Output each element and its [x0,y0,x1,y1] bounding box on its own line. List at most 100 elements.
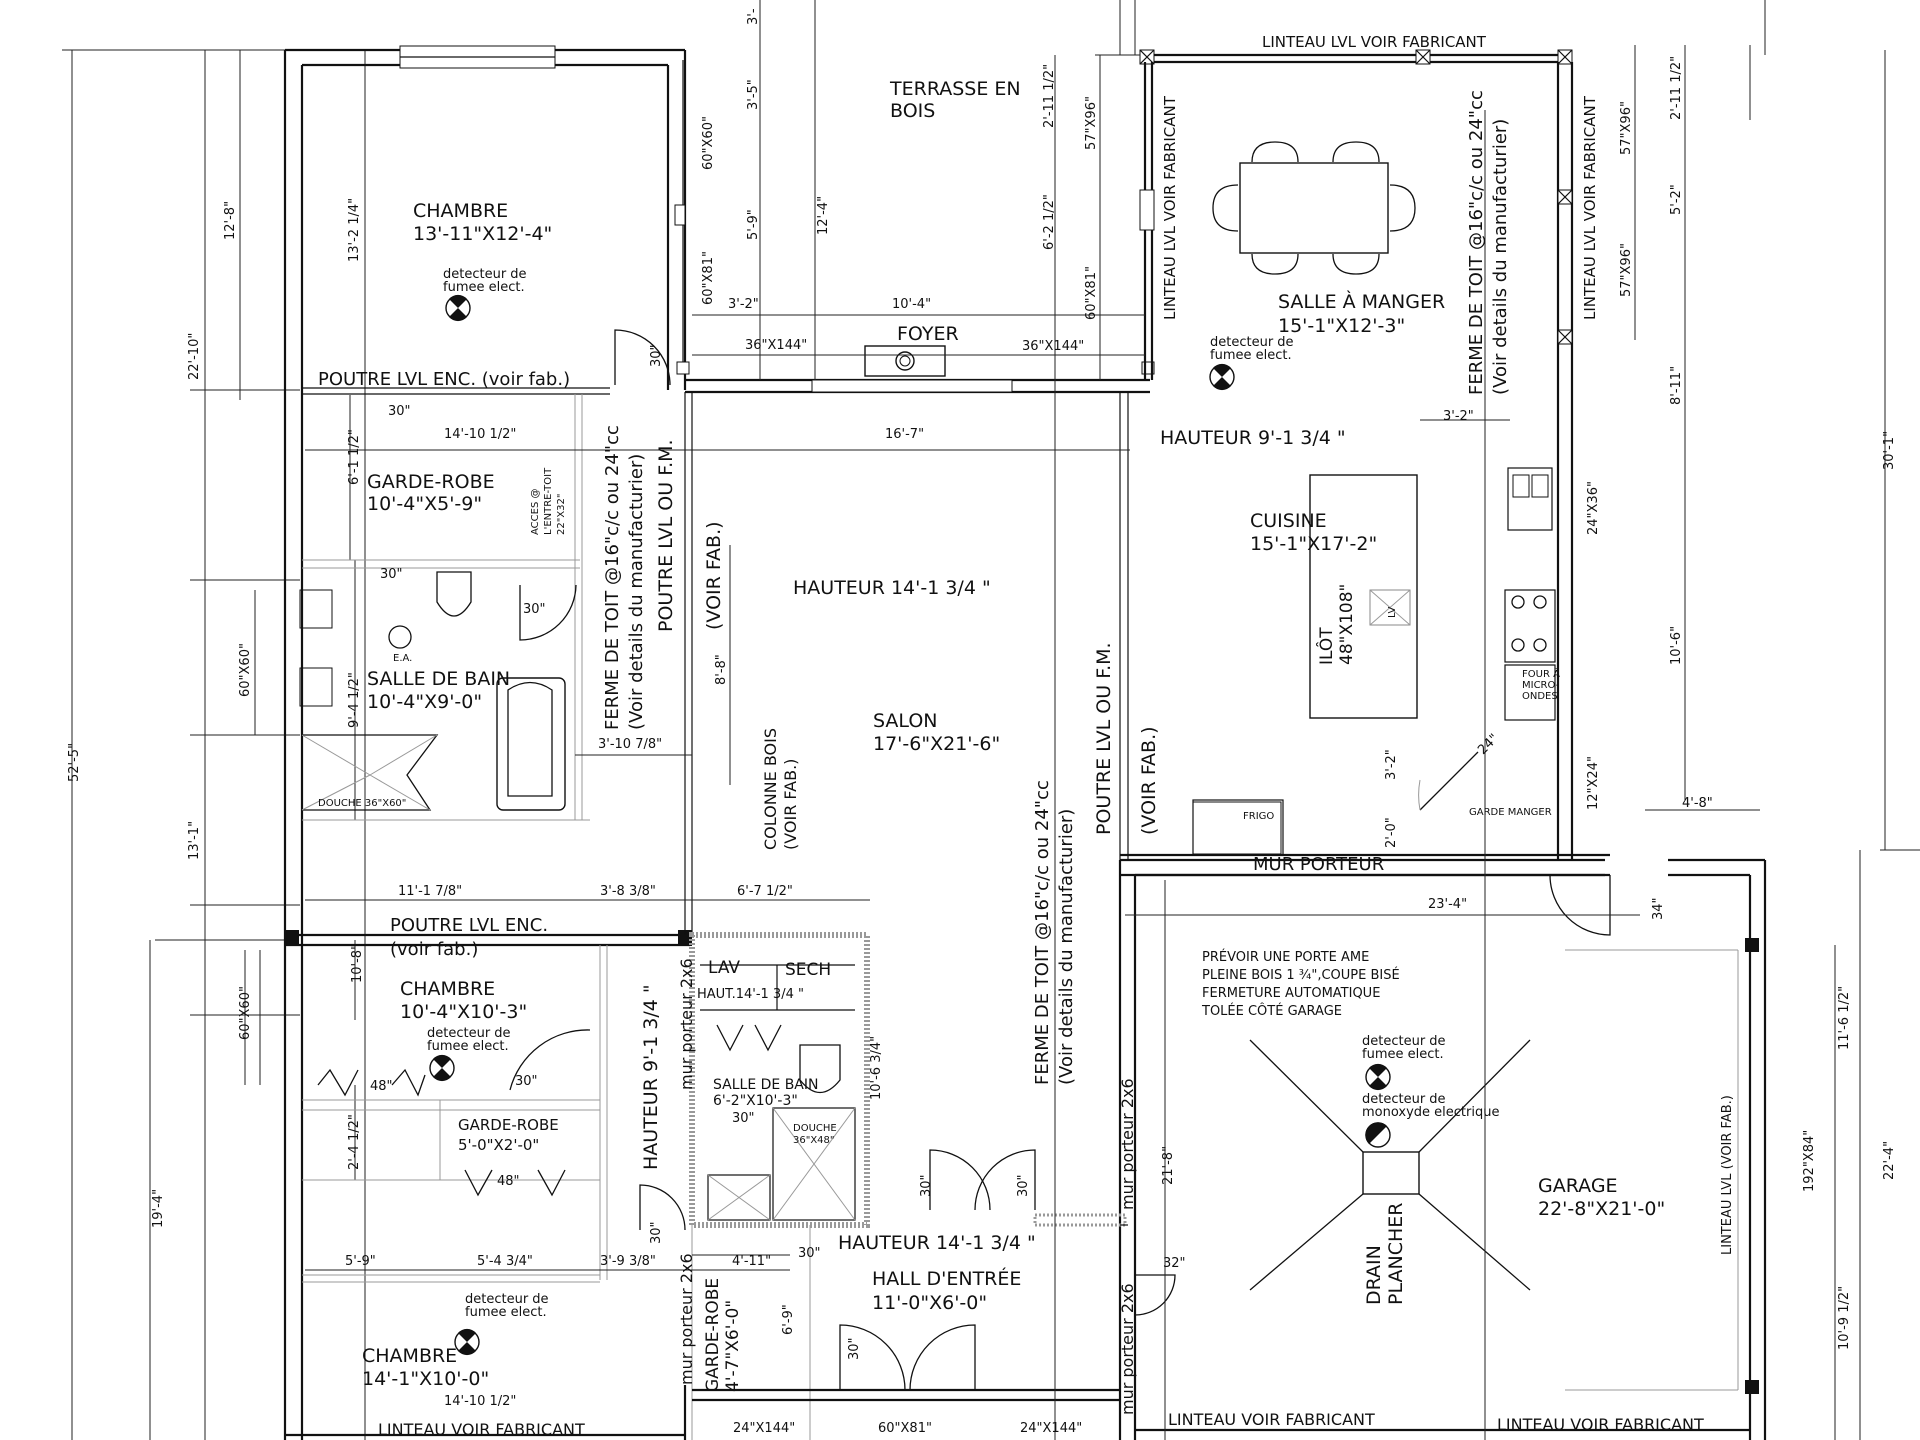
dimension: 16'-7" [885,427,924,442]
dimension: 2'-0" [1384,817,1399,848]
dimension: 8'-8" [714,654,729,685]
attic-access-label: L'ENTRE-TOIT [543,467,554,535]
smoke-detector-icon [1209,363,1235,391]
dimension: 6'-1 1/2" [347,429,362,485]
dimension: 60"X60" [701,116,716,170]
dimension: 48" [497,1174,520,1189]
beam-label: (voir fab.) [390,939,478,960]
attic-access-label: ACCES @ [530,489,541,535]
room-name: SALLE À MANGER [1278,290,1445,313]
dimension: 10'-8" [350,944,365,983]
dimension: 57"X96" [1619,243,1634,297]
terrace-label: BOIS [890,100,935,122]
door-note: TOLÉE CÔTÉ GARAGE [1201,1003,1342,1019]
smoke-detector-icon [1365,1063,1391,1091]
beam-label: POUTRE LVL OU F.M. [1093,642,1115,835]
dimension: 52'-5" [67,743,82,782]
floor-drain-label: DRAIN [1363,1245,1385,1305]
smoke-detector-label: fumee elect. [443,280,525,295]
lintel-label: LINTEAU LVL VOIR FABRICANT [1161,95,1179,320]
washer-label: LAV [708,958,740,978]
fridge-label: FRIGO [1243,811,1274,822]
exterior-walls [283,0,1767,1440]
ceiling-height-label: HAUTEUR 14'-1 3/4 " [793,577,991,599]
room-name: SALLE DE BAIN [367,668,510,690]
dimension: 24"X144" [733,1421,795,1436]
room-name: CUISINE [1250,510,1327,532]
room-dimensions: 10'-4"X5'-9" [367,493,482,515]
dimension: 11'-6 1/2" [1837,986,1852,1050]
lintel-label: LINTEAU VOIR FABRICANT [378,1420,585,1439]
dimension: 2'-11 1/2" [1669,56,1684,120]
room-dimensions: 10'-4"X10'-3" [400,1001,527,1023]
room-name: GARAGE [1538,1175,1618,1197]
dimension: 24"X144" [1020,1421,1082,1436]
fireplace-label: FOYER [897,323,959,345]
dimension: 60"X60" [238,986,253,1040]
dimension: 8'-11" [1669,366,1684,405]
dimension: 14'-10 1/2" [444,1394,516,1409]
smoke-detector-icon [445,294,471,322]
smoke-detector-label: detecteur de [1362,1034,1446,1049]
room-dimensions: 11'-0"X6'-0" [872,1292,987,1314]
truss-note: FERME DE TOIT @16"c/c ou 24"cc [602,425,623,730]
dimension: 19'-4" [151,1189,166,1228]
dimension: 5'-9" [746,209,761,240]
room-dimensions: 6'-2"X10'-3" [713,1093,798,1109]
dimension: 32" [1163,1256,1186,1271]
dimension: 2'-4 1/2" [347,1114,362,1170]
beam-label: (VOIR FAB.) [1138,726,1160,835]
room-name: GARDE-ROBE [367,471,495,493]
dimension: 36"X144" [745,338,807,353]
dimension: 12'-8" [223,201,238,240]
dimension: 30" [732,1111,755,1126]
dimension: 60"X81" [878,1421,932,1436]
dimension: 3'- [746,8,761,25]
pantry-label: GARDE MANGER [1469,807,1552,818]
room-dimensions: 13'-11"X12'-4" [413,223,552,245]
smoke-detector-icon [429,1054,455,1082]
smoke-detector-label: detecteur de [465,1292,549,1307]
truss-note: (Voir details du manufacturier) [1490,119,1511,395]
dimension: 22'-10" [187,333,202,380]
dimension: 60"X81" [1084,266,1099,320]
attic-access-label: 22"X32" [556,494,567,536]
lintel-label: LINTEAU LVL (VOIR FAB.) [1720,1095,1735,1255]
dimension: 3'-2" [1443,409,1474,424]
room-name: CHAMBRE [413,200,508,222]
dimension: 30" [388,404,411,419]
dimension: 11'-1 7/8" [398,884,462,899]
dimension: 60"X60" [238,643,253,697]
dimension: 30" [919,1174,934,1197]
dimension: 30" [1016,1174,1031,1197]
interior-walls [302,387,1610,1440]
dimension: 10'-6 3/4" [869,1036,884,1100]
truss-note: (Voir details du manufacturier) [1056,809,1077,1085]
left-dimension-lines [62,49,366,1440]
smoke-detector-label: fumee elect. [1362,1047,1444,1062]
dimension: 57"X96" [1619,101,1634,155]
truss-note: FERME DE TOIT @16"c/c ou 24"cc [1032,780,1053,1085]
room-dimensions: 17'-6"X21'-6" [873,733,1000,755]
room-name: GARDE-ROBE [458,1116,559,1134]
shower-label: DOUCHE [793,1123,837,1134]
room-dimensions: 15'-1"X17'-2" [1250,533,1377,555]
microwave-label: MICRO- [1522,680,1560,691]
smoke-detector-label: detecteur de [443,267,527,282]
room-name: SALON [873,710,938,732]
smoke-detector-label: detecteur de [427,1026,511,1041]
dimension: 57"X96" [1084,96,1099,150]
dimension: 5'-4 3/4" [477,1254,533,1269]
door-note: PLEINE BOIS 1 ¾",COUPE BISÉ [1202,967,1400,983]
island-dimensions: 48"X108" [1337,584,1357,665]
dimension: 13'-2 1/4" [347,198,362,262]
co-detector-label: detecteur de [1362,1092,1446,1107]
shower-dimensions: 36"X48" [793,1135,835,1146]
column-label: (VOIR FAB.) [781,759,800,850]
lintel-label: LINTEAU VOIR FABRICANT [1168,1410,1375,1429]
bearing-wall-label: mur porteur 2x6 [677,1253,696,1385]
room-dimensions: 14'-1"X10'-0" [362,1368,489,1390]
dimension: 10'-9 1/2" [1837,1286,1852,1350]
beam-label: POUTRE LVL ENC. [390,915,548,936]
dimension: 3'-2" [1384,749,1399,780]
